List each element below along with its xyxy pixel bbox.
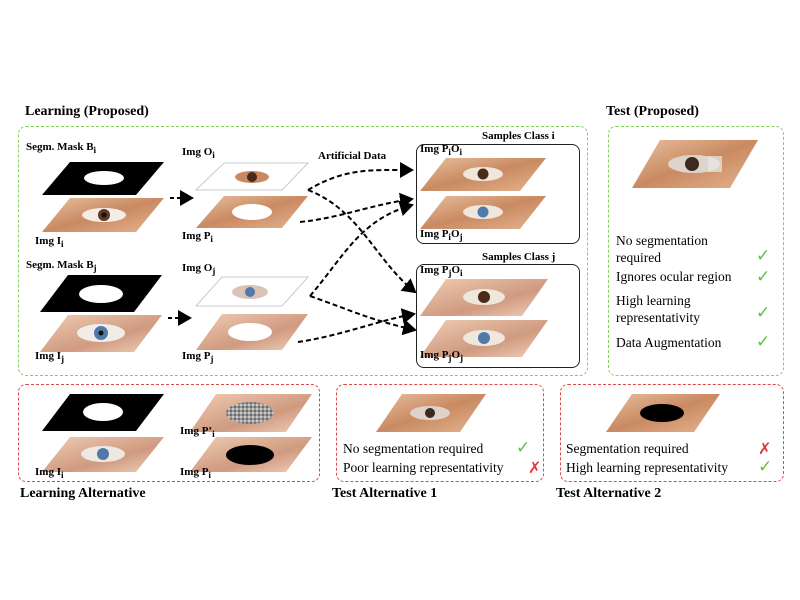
- cross-mark-icon: ✗: [528, 460, 542, 477]
- label-pi-oi: Img PiOi: [420, 143, 463, 158]
- test-proposed-item-3: High learning representativity: [616, 293, 700, 325]
- test-alt2-item-1: Segmentation required: [566, 441, 689, 456]
- check-mark-icon: ✓: [758, 457, 773, 476]
- label-artificial-data: Artificial Data: [318, 150, 387, 162]
- learning-alternative-panel: [18, 384, 320, 482]
- label-img-pi: Img Pi: [182, 230, 213, 245]
- img-pi-hole: [232, 204, 272, 220]
- learning-alternative-title: Learning Alternative: [20, 486, 146, 501]
- test-alternative-2-panel: [560, 384, 784, 482]
- check-mark-icon: ✓: [756, 267, 771, 286]
- label-pj-oi: Img PjOi: [420, 264, 463, 279]
- label-pi-oj: Img PiOj: [420, 228, 463, 243]
- check-mark-icon: ✓: [516, 438, 531, 457]
- mask-bi-blob: [84, 171, 124, 185]
- label-img-oi: Img Oi: [182, 146, 215, 161]
- label-alt-img-i: Img Ii: [35, 466, 64, 481]
- test-alt1-item-2: Poor learning representativity: [343, 460, 504, 475]
- label-samples-class-i: Samples Class i: [482, 130, 555, 142]
- label-img-pj: Img Pj: [182, 350, 214, 365]
- test-alt1-item-1: No segmentation required: [343, 441, 484, 456]
- label-pj-oj: Img PjOj: [420, 349, 464, 364]
- test-proposed-item-2: Ignores ocular region: [616, 269, 732, 284]
- mask-bj-blob: [79, 285, 123, 303]
- check-mark-icon: ✓: [756, 303, 771, 322]
- img-pj-hole: [228, 323, 272, 341]
- test-alternative-2-title: Test Alternative 2: [556, 486, 662, 501]
- label-img-ii: Img Ii: [35, 235, 64, 250]
- samples-class-i-box: [416, 144, 580, 244]
- test-proposed-panel: [608, 126, 784, 376]
- test-proposed-title: Test (Proposed): [606, 104, 699, 119]
- label-img-ij: Img Ij: [35, 350, 65, 365]
- label-mask-bi: Segm. Mask Bi: [26, 141, 97, 156]
- test-alternative-1-panel: [336, 384, 544, 482]
- check-mark-icon: ✓: [756, 246, 771, 265]
- samples-class-j-box: [416, 264, 580, 368]
- learning-proposed-panel: [18, 126, 588, 376]
- label-alt-img-p: Img Pi: [180, 466, 211, 481]
- test-alt2-item-2: High learning representativity: [566, 460, 728, 475]
- label-img-oj: Img Oj: [182, 262, 216, 277]
- test-alternative-1-title: Test Alternative 1: [332, 486, 438, 501]
- label-samples-class-j: Samples Class j: [482, 251, 556, 263]
- label-img-pprime: Img P’i: [180, 425, 215, 440]
- label-mask-bj: Segm. Mask Bj: [26, 259, 97, 274]
- check-mark-icon: ✓: [756, 332, 771, 351]
- learning-proposed-title: Learning (Proposed): [25, 104, 149, 119]
- test-proposed-item-4: Data Augmentation: [616, 335, 722, 350]
- cross-mark-icon: ✗: [758, 441, 772, 458]
- test-proposed-item-1: No segmentation required: [616, 233, 708, 265]
